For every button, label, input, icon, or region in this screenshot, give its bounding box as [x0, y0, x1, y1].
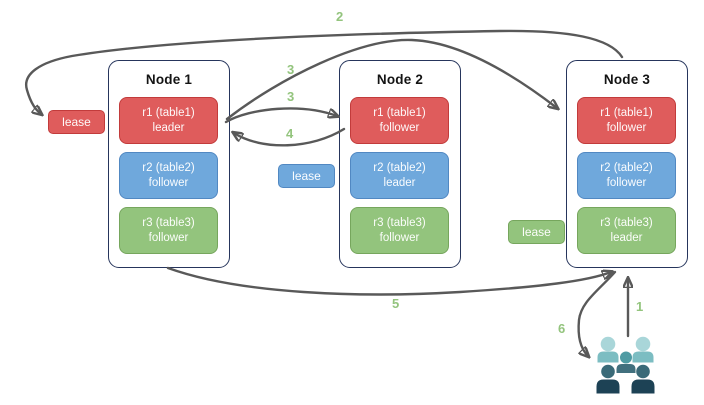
replica-role: follower: [606, 121, 647, 134]
replica-name: r1 (table1): [600, 106, 653, 119]
node-3-replica-r3: r3 (table3) leader: [577, 207, 676, 254]
replica-role: leader: [383, 176, 416, 189]
node-2-box: Node 2 r1 (table1) follower r2 (table2) …: [339, 60, 461, 268]
replica-name: r2 (table2): [373, 161, 426, 174]
lease-badge-r2: lease: [278, 164, 335, 188]
node-2-replica-r3: r3 (table3) follower: [350, 207, 449, 254]
replica-name: r1 (table1): [142, 106, 195, 119]
replica-role: follower: [148, 231, 189, 244]
replica-name: r3 (table3): [373, 216, 426, 229]
node-3-replica-r1: r1 (table1) follower: [577, 97, 676, 144]
node-3-title: Node 3: [603, 72, 651, 87]
node-2-title: Node 2: [376, 72, 424, 87]
replica-name: r3 (table3): [142, 216, 195, 229]
arrow-5-node1-to-node3: [166, 266, 611, 296]
node-1-replica-r2: r2 (table2) follower: [119, 152, 218, 199]
replica-role: leader: [152, 121, 185, 134]
step-label-3b: 3: [287, 89, 295, 104]
step-label-4: 4: [286, 126, 294, 141]
replica-role: follower: [148, 176, 189, 189]
node-1-replica-r1: r1 (table1) leader: [119, 97, 218, 144]
lease-badge-r3: lease: [508, 220, 565, 244]
replica-role: leader: [610, 231, 643, 244]
node-3-replica-r2: r2 (table2) follower: [577, 152, 676, 199]
node-3-box: Node 3 r1 (table1) follower r2 (table2) …: [566, 60, 688, 268]
replica-role: follower: [379, 121, 420, 134]
arrow-3-node1-to-node2: [224, 107, 337, 124]
node-1-title: Node 1: [145, 72, 193, 87]
step-label-1: 1: [636, 299, 644, 314]
step-label-6: 6: [558, 321, 566, 336]
step-label-5: 5: [392, 296, 400, 311]
replica-role: follower: [379, 231, 420, 244]
step-label-2: 2: [336, 9, 344, 24]
node-1-box: Node 1 r1 (table1) leader r2 (table2) fo…: [108, 60, 230, 268]
replica-role: follower: [606, 176, 647, 189]
replica-name: r1 (table1): [373, 106, 426, 119]
users-group-icon: [596, 336, 655, 394]
lease-badge-r1: lease: [48, 110, 105, 134]
node-1-replica-r3: r3 (table3) follower: [119, 207, 218, 254]
replica-name: r2 (table2): [142, 161, 195, 174]
replica-name: r2 (table2): [600, 161, 653, 174]
node-2-replica-r2: r2 (table2) leader: [350, 152, 449, 199]
node-2-replica-r1: r1 (table1) follower: [350, 97, 449, 144]
step-label-3a: 3: [287, 62, 295, 77]
replica-name: r3 (table3): [600, 216, 653, 229]
